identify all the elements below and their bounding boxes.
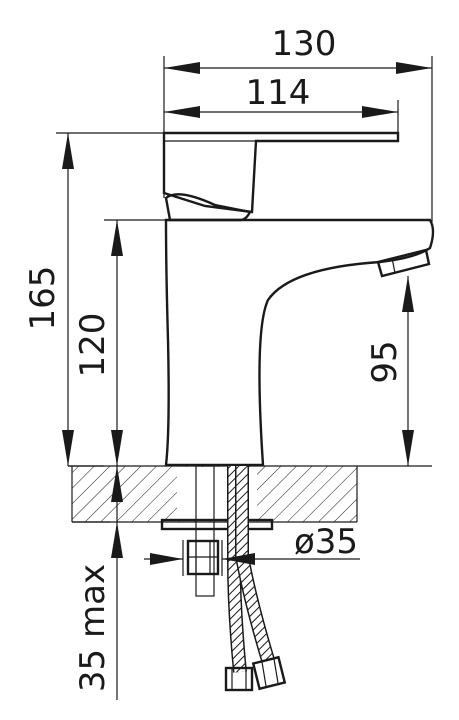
hole-diameter-label: ø35 (294, 522, 358, 562)
faucet-body (164, 218, 435, 467)
dimension-overall-height: 165 (23, 133, 74, 466)
overall-height-label: 165 (23, 266, 63, 331)
extension-lines (56, 56, 433, 576)
dimension-spout-height: 95 (365, 276, 414, 466)
handle-width-label: 114 (246, 73, 311, 113)
body-height-label: 120 (73, 313, 113, 378)
spout-height-label: 95 (365, 340, 405, 383)
dimension-max-thickness: 35 max (73, 466, 123, 700)
dimension-overall-width: 130 (164, 24, 432, 74)
dimension-hole-diameter: ø35 (144, 522, 360, 565)
lever-handle (162, 131, 400, 222)
max-thickness-label: 35 max (73, 564, 113, 692)
dimension-handle-width: 114 (164, 73, 398, 118)
dimension-body-height: 120 (73, 220, 123, 466)
overall-width-label: 130 (272, 24, 337, 64)
countertop-section (68, 465, 432, 523)
